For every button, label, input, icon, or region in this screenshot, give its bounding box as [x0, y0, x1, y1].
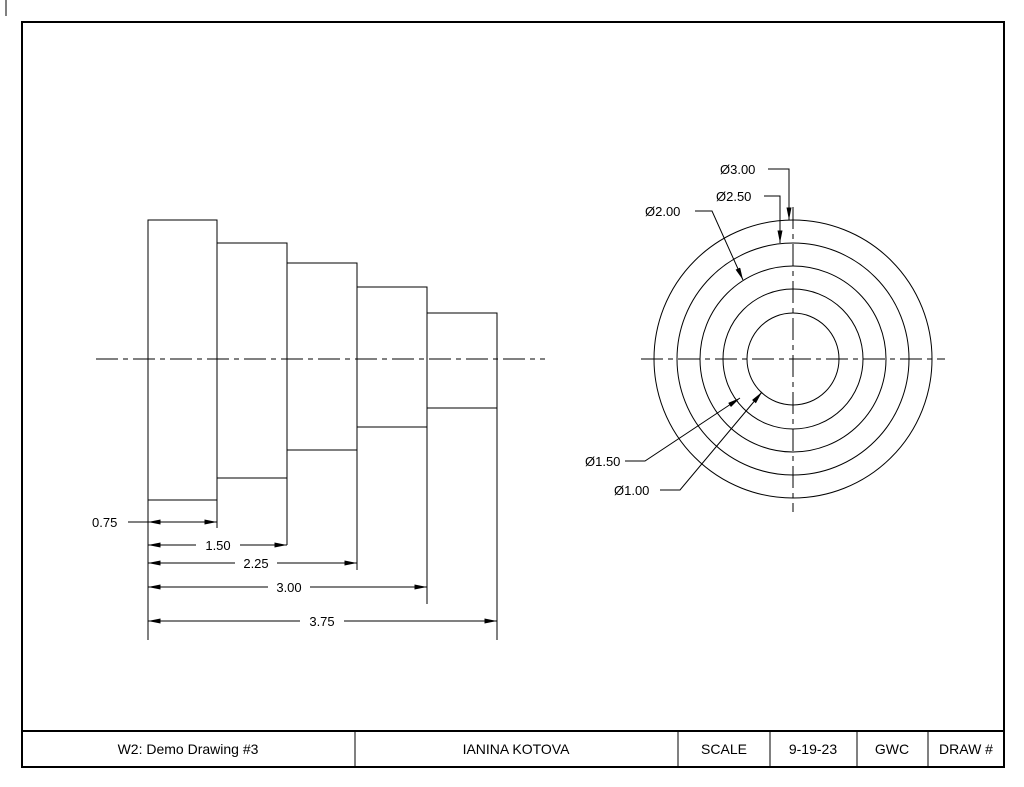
scale-label: SCALE — [701, 741, 747, 757]
author-name: IANINA KOTOVA — [463, 741, 571, 757]
draw-number-label: DRAW # — [939, 741, 993, 757]
step-5 — [426, 312, 498, 409]
step-2 — [216, 242, 288, 479]
dim-3-75: 3.75 — [309, 614, 334, 629]
initials: GWC — [875, 741, 909, 757]
dim-0-75: 0.75 — [92, 515, 117, 530]
drawing-border — [21, 21, 1005, 768]
side-view: 0.75 1.50 2.25 3.00 3.75 — [92, 219, 545, 640]
dia-3-00-label: Ø3.00 — [720, 162, 755, 177]
title-block: W2: Demo Drawing #3 IANINA KOTOVA SCALE … — [22, 730, 1004, 767]
step-3 — [286, 262, 358, 451]
end-view: Ø3.00 Ø2.50 Ø2.00 Ø1.50 Ø1.00 — [585, 162, 945, 512]
step-1 — [147, 219, 218, 501]
dia-1-50-label: Ø1.50 — [585, 454, 620, 469]
dia-2-50-label: Ø2.50 — [716, 189, 751, 204]
dia-2-00-label: Ø2.00 — [645, 204, 680, 219]
dim-2-25: 2.25 — [243, 556, 268, 571]
date: 9-19-23 — [789, 741, 837, 757]
dim-1-50: 1.50 — [205, 538, 230, 553]
drawing-title: W2: Demo Drawing #3 — [118, 741, 259, 757]
step-4 — [356, 286, 428, 428]
dia-1-00-label: Ø1.00 — [614, 483, 649, 498]
dim-3-00: 3.00 — [276, 580, 301, 595]
